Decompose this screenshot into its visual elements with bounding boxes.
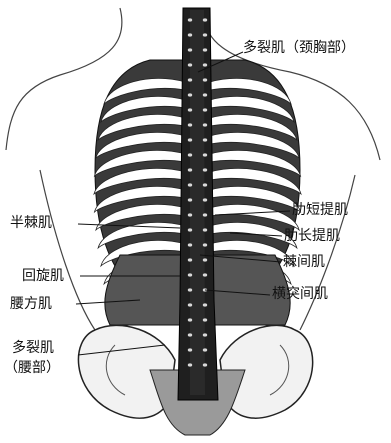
- vertebra-process: [188, 123, 192, 126]
- label-quadratus-lumborum: 腰方肌: [10, 296, 52, 312]
- vertebra-process: [188, 258, 192, 261]
- vertebra-process: [188, 153, 192, 156]
- vertebra-process: [203, 303, 207, 306]
- vertebra-process: [203, 18, 207, 21]
- vertebra-process: [188, 303, 192, 306]
- vertebra-process: [188, 93, 192, 96]
- vertebra-process: [203, 243, 207, 246]
- vertebra-process: [203, 168, 207, 171]
- vertebra-process: [203, 228, 207, 231]
- vertebra-process: [188, 348, 192, 351]
- vertebra-process: [203, 198, 207, 201]
- vertebra-process: [188, 288, 192, 291]
- vertebra-process: [188, 183, 192, 186]
- vertebra-process: [188, 138, 192, 141]
- label-multifidus-lumbar-line1: 多裂肌: [12, 340, 54, 356]
- vertebra-process: [188, 33, 192, 36]
- vertebra-process: [203, 93, 207, 96]
- vertebra-process: [188, 198, 192, 201]
- label-multifidus-cervical: 多裂肌（颈胸部）: [243, 40, 355, 56]
- label-levatores-longi: 肋长提肌: [284, 228, 340, 244]
- vertebra-process: [188, 243, 192, 246]
- vertebra-process: [188, 333, 192, 336]
- vertebra-process: [203, 258, 207, 261]
- vertebra-process: [188, 213, 192, 216]
- label-intertransversarii: 横突间肌: [272, 286, 328, 302]
- vertebra-process: [203, 213, 207, 216]
- vertebra-process: [203, 78, 207, 81]
- vertebra-process: [203, 138, 207, 141]
- vertebra-process: [188, 108, 192, 111]
- vertebra-process: [203, 33, 207, 36]
- vertebra-process: [188, 168, 192, 171]
- vertebra-process: [203, 153, 207, 156]
- vertebra-process: [203, 348, 207, 351]
- vertebra-process: [188, 363, 192, 366]
- vertebra-process: [203, 48, 207, 51]
- vertebra-process: [203, 318, 207, 321]
- vertebra-process: [188, 78, 192, 81]
- vertebra-process: [188, 48, 192, 51]
- label-semispinalis: 半棘肌: [10, 215, 52, 231]
- vertebra-process: [188, 273, 192, 276]
- vertebra-process: [188, 228, 192, 231]
- vertebra-process: [203, 108, 207, 111]
- vertebra-process: [203, 273, 207, 276]
- vertebra-process: [188, 63, 192, 66]
- label-multifidus-lumbar-line2: （腰部）: [4, 360, 60, 376]
- vertebra-process: [188, 318, 192, 321]
- label-levatores-breves: 肋短提肌: [292, 202, 348, 218]
- vertebra-process: [203, 63, 207, 66]
- label-rotatores: 回旋肌: [22, 268, 64, 284]
- vertebra-process: [203, 183, 207, 186]
- vertebra-process: [188, 18, 192, 21]
- label-interspinales: 棘间肌: [283, 254, 325, 270]
- vertebra-process: [203, 333, 207, 336]
- vertebra-process: [203, 363, 207, 366]
- vertebra-process: [203, 123, 207, 126]
